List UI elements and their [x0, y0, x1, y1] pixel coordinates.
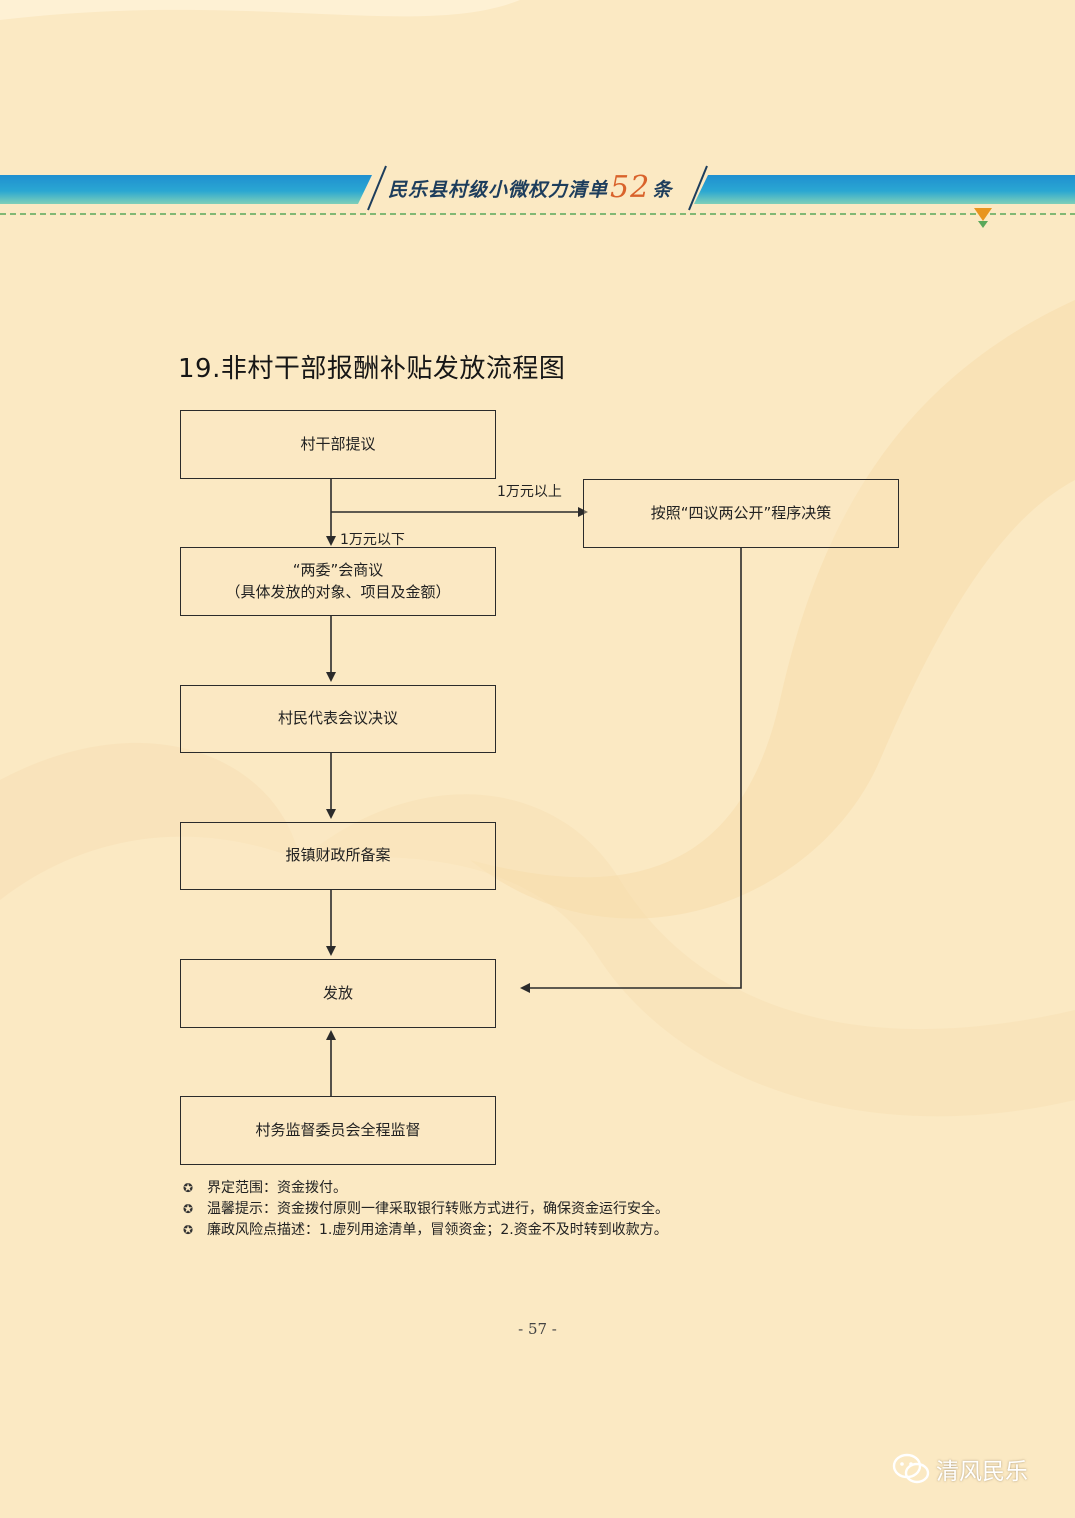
flow-box-supervision-text: 村务监督委员会全程监督 — [255, 1120, 421, 1139]
flow-box-two-committees-line1: “两委”会商议 — [292, 560, 384, 579]
flow-box-finance-filing-text: 报镇财政所备案 — [285, 846, 391, 865]
note-item: ✪ 界定范围：资金拨付。 — [183, 1178, 669, 1199]
header-slash — [367, 165, 387, 211]
header-band-left — [0, 175, 372, 204]
wave-decoration — [300, 794, 1075, 1117]
note-item: ✪ 温馨提示：资金拨付原则一律采取银行转账方式进行，确保资金运行安全。 — [183, 1199, 669, 1220]
flow-box-distribution: 发放 — [180, 959, 496, 1028]
flow-box-villager-representatives: 村民代表会议决议 — [180, 685, 496, 753]
page-title: 19.非村干部报酬补贴发放流程图 — [178, 354, 566, 384]
header-slash — [688, 165, 708, 211]
arrowhead — [520, 983, 530, 993]
connector-right-box5 — [524, 548, 742, 989]
watermark: 清风民乐 — [892, 1452, 1028, 1486]
star-bullet-icon: ✪ — [183, 1202, 194, 1216]
flow-box-villager-representatives-text: 村民代表会议决议 — [277, 709, 398, 728]
flow-box-two-committees-line2: （具体发放的对象、项目及金额） — [225, 582, 451, 601]
arrowhead — [326, 536, 336, 546]
page-number: - 57 - — [518, 1320, 557, 1338]
flow-box-two-committees: “两委”会商议 （具体发放的对象、项目及金额） — [180, 547, 496, 616]
header-title: 民乐县村级小微权力清单 52 条 — [388, 168, 688, 208]
note-text: 廉政风险点描述：1.虚列用途清单，冒领资金；2.资金不及时转到收款方。 — [207, 1222, 668, 1238]
edge-label-above-10k: 1万元以上 — [497, 484, 562, 500]
wave-decoration — [0, 0, 520, 20]
flow-box-distribution-text: 发放 — [322, 983, 353, 1002]
flow-box-proposal: 村干部提议 — [180, 410, 496, 479]
header-title-suffix: 条 — [652, 178, 673, 201]
flow-box-finance-filing: 报镇财政所备案 — [180, 822, 496, 890]
wave-decoration — [470, 300, 1075, 919]
edge-label-below-10k: 1万元以下 — [340, 532, 405, 548]
header-band-right — [694, 175, 1075, 204]
note-text: 界定范围：资金拨付。 — [207, 1180, 347, 1196]
header-triangle-icon — [974, 208, 992, 221]
note-item: ✪ 廉政风险点描述：1.虚列用途清单，冒领资金；2.资金不及时转到收款方。 — [183, 1220, 669, 1241]
flow-box-supervision: 村务监督委员会全程监督 — [180, 1096, 496, 1165]
flow-box-proposal-text: 村干部提议 — [300, 434, 376, 453]
wave-decoration — [0, 742, 300, 900]
notes-list: ✪ 界定范围：资金拨付。 ✪ 温馨提示：资金拨付原则一律采取银行转账方式进行，确… — [183, 1178, 669, 1241]
arrowhead — [326, 946, 336, 956]
arrowhead — [326, 672, 336, 682]
star-bullet-icon: ✪ — [183, 1181, 194, 1195]
watermark-text: 清风民乐 — [936, 1459, 1028, 1485]
note-text: 温馨提示：资金拨付原则一律采取银行转账方式进行，确保资金运行安全。 — [207, 1201, 669, 1217]
header-title-number: 52 — [610, 170, 651, 205]
flow-box-four-discussions: 按照“四议两公开”程序决策 — [583, 479, 899, 548]
arrowhead — [326, 1030, 336, 1040]
header-title-text: 民乐县村级小微权力清单 — [388, 178, 609, 201]
wechat-icon — [892, 1453, 930, 1484]
star-bullet-icon: ✪ — [183, 1223, 194, 1237]
flow-box-four-discussions-text: 按照“四议两公开”程序决策 — [650, 503, 832, 522]
arrowhead — [326, 809, 336, 819]
